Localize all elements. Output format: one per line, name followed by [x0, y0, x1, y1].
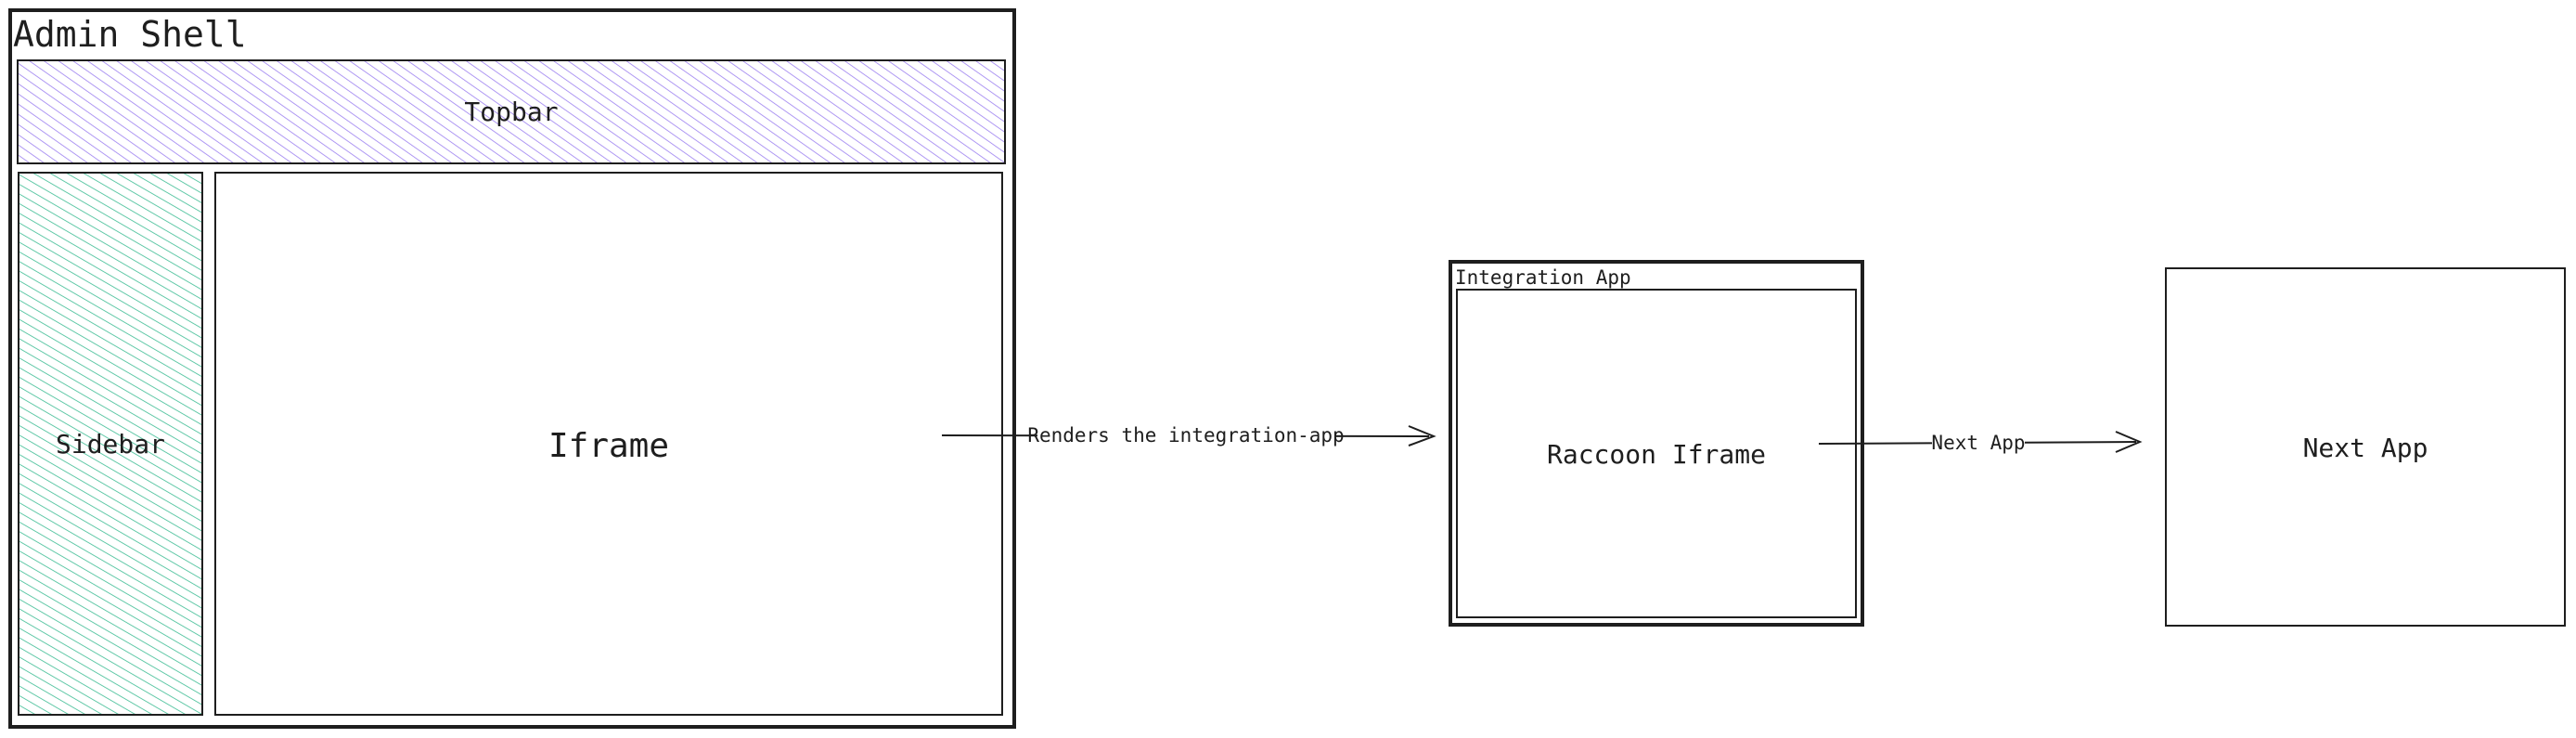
edge-label-renders: Renders the integration-app [1027, 424, 1344, 447]
edge-label-next-app: Next App [1931, 432, 2025, 454]
admin-shell: Admin Shell Topbar Sidebar Iframe [8, 8, 1016, 729]
topbar-label: Topbar [464, 97, 558, 127]
iframe-label: Iframe [548, 427, 669, 465]
integration-app-title: Integration App [1455, 266, 1631, 289]
sidebar: Sidebar [18, 172, 203, 716]
arrow-renders-integration-app: Renders the integration-app [941, 422, 1436, 448]
arrow-next-app: Next App [1818, 430, 2143, 456]
raccoon-iframe-box: Raccoon Iframe [1456, 289, 1857, 618]
sidebar-label: Sidebar [56, 429, 165, 460]
iframe-box: Iframe [214, 172, 1003, 716]
topbar: Topbar [17, 59, 1006, 164]
next-app: Next App [2165, 267, 2566, 627]
admin-shell-title: Admin Shell [13, 14, 247, 55]
raccoon-iframe-label: Raccoon Iframe [1547, 439, 1766, 470]
next-app-label: Next App [2303, 433, 2428, 463]
integration-app: Integration App Raccoon Iframe [1449, 260, 1864, 627]
